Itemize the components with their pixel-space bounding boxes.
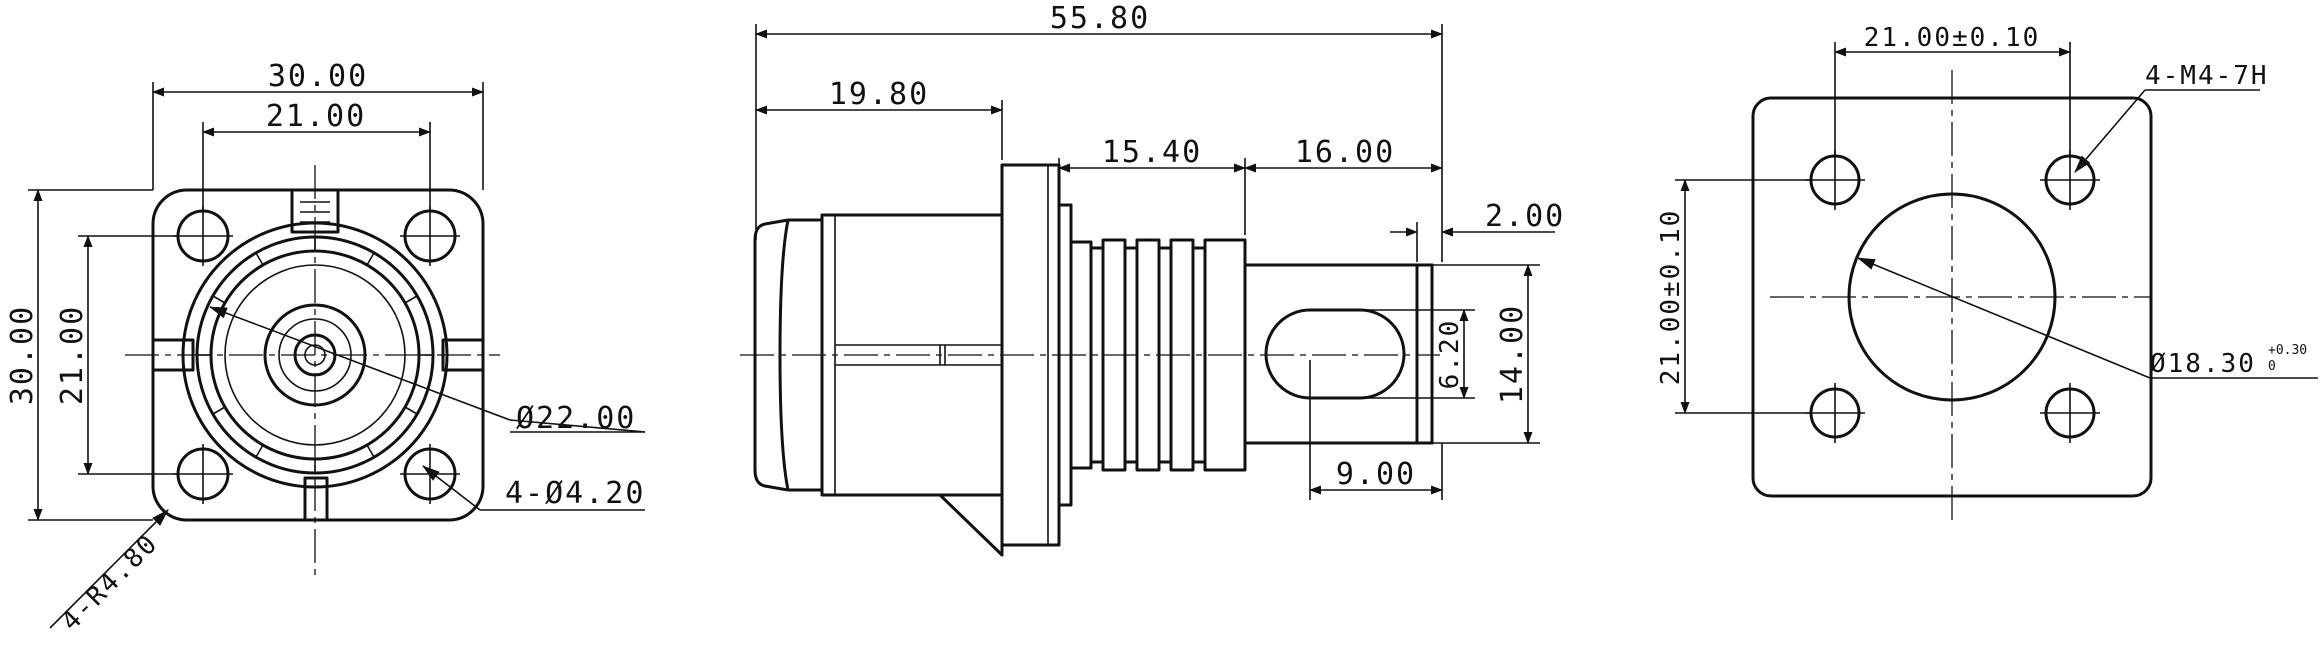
front-hole-spacing-h-label: 21.00	[266, 99, 366, 134]
front-height-label: 30.00	[5, 305, 40, 405]
front-view: 30.00 21.00 30.00 21.00 Ø22.00 4-Ø4.20 4…	[5, 59, 646, 637]
side-pin-length-label: 16.00	[1295, 135, 1395, 170]
cutout-thread-label: 4-M4-7H	[2145, 61, 2269, 91]
cutout-tolerance-upper-label: +0.30	[2268, 343, 2307, 358]
side-slot-width-label: 6.20	[1435, 319, 1465, 390]
panel-cutout-view: 21.00±0.10 4-M4-7H 21.00±0.10 Ø18.30 +0.…	[1656, 23, 2318, 520]
front-holes-label: 4-Ø4.20	[505, 476, 645, 511]
cutout-diameter-label: Ø18.30	[2150, 349, 2256, 379]
cutout-hole-spacing-v-label: 21.00±0.10	[1656, 209, 1686, 386]
side-rib-length-label: 15.40	[1102, 135, 1202, 170]
cutout-tolerance-lower-label: 0	[2268, 359, 2276, 374]
cutout-hole-spacing-h-label: 21.00±0.10	[1864, 23, 2041, 53]
side-slot-length-label: 9.00	[1336, 457, 1416, 492]
side-tip-length-label: 2.00	[1485, 199, 1565, 234]
front-diameter-label: Ø22.00	[516, 401, 636, 436]
side-view: 55.80 19.80 15.40 16.00 2.00 6.20 14.00	[740, 1, 1565, 557]
side-overall-length-label: 55.80	[1050, 1, 1150, 36]
front-corner-radius-label: 4-R4.80	[56, 528, 165, 637]
front-width-label: 30.00	[268, 59, 368, 94]
side-pin-height-label: 14.00	[1495, 304, 1530, 404]
front-hole-spacing-v-label: 21.00	[55, 305, 90, 405]
side-body-length-label: 19.80	[829, 77, 929, 112]
